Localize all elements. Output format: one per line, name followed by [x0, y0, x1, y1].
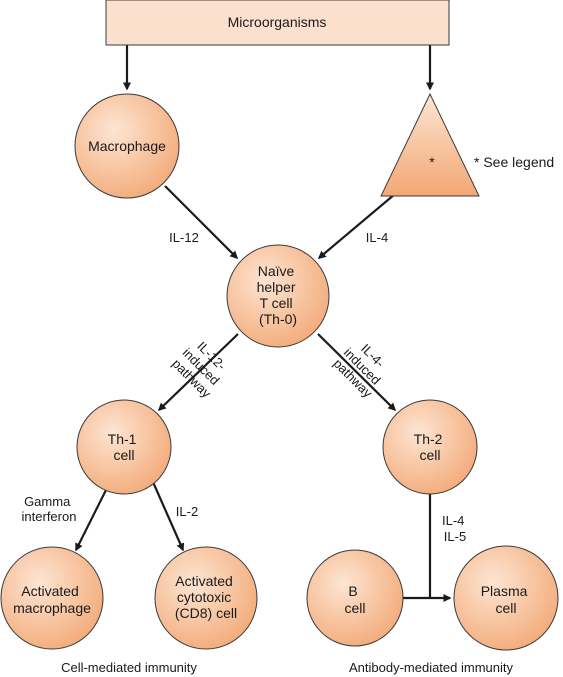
th2-cell-node — [382, 399, 478, 495]
b-cell-label: B cell — [344, 583, 365, 616]
see-legend-note: * See legend — [474, 154, 554, 170]
triangle-asterisk: * — [429, 154, 435, 170]
il12-label: IL-12 — [169, 230, 199, 245]
activated-cytotoxic-node — [154, 546, 258, 650]
th1-cell-label: Th-1 cell — [108, 431, 141, 463]
gamma-interferon-label: Gamma interferon — [22, 494, 77, 524]
activated-macrophage-node — [0, 546, 104, 650]
activated-macrophage-label: Activated macrophage — [13, 583, 91, 616]
arrow-naive-to-th2 — [317, 333, 397, 412]
arrow-triangle-to-naive — [317, 193, 396, 259]
arrow-naive-to-th1 — [157, 333, 239, 412]
node-labels: Microorganisms Macrophage * * See legend… — [13, 14, 554, 621]
il4-label: IL-4 — [366, 230, 388, 245]
nodes — [0, 0, 559, 651]
microorganisms-box — [105, 0, 450, 46]
macrophage-label: Macrophage — [88, 138, 166, 154]
macrophage-node — [74, 93, 180, 199]
il4-pathway-label: IL-4- induced pathway — [330, 334, 397, 401]
th1-cell-node — [76, 399, 172, 495]
arrow-th1-to-activated-cytotoxic — [151, 481, 185, 552]
activated-cytotoxic-label: Activated cytotoxic (CD8) cell — [175, 573, 237, 621]
edges — [75, 45, 452, 602]
triangle-node — [380, 92, 480, 197]
svg-text:IL-4- induced: IL-4- induced pathway — [330, 334, 397, 401]
il4-il5-label: IL-4 IL-5 — [442, 513, 468, 544]
microorganisms-label: Microorganisms — [228, 14, 327, 30]
naive-t-cell-label: Naïve helper T cell (Th-0) — [257, 263, 300, 327]
arrow-th1-to-activated-macrophage — [75, 481, 111, 552]
plasma-cell-label: Plasma cell — [481, 583, 532, 616]
th2-cell-label: Th-2 cell — [414, 431, 447, 463]
naive-t-cell-node — [226, 244, 330, 348]
cell-mediated-immunity-label: Cell-mediated immunity — [61, 660, 197, 675]
arrow-macrophage-to-naive — [164, 185, 239, 260]
antibody-mediated-immunity-label: Antibody-mediated immunity — [349, 660, 514, 675]
footer-labels: Cell-mediated immunity Antibody-mediated… — [61, 660, 513, 675]
plasma-cell-node — [453, 545, 559, 651]
b-cell-node — [306, 549, 404, 647]
il2-label: IL-2 — [176, 504, 198, 519]
